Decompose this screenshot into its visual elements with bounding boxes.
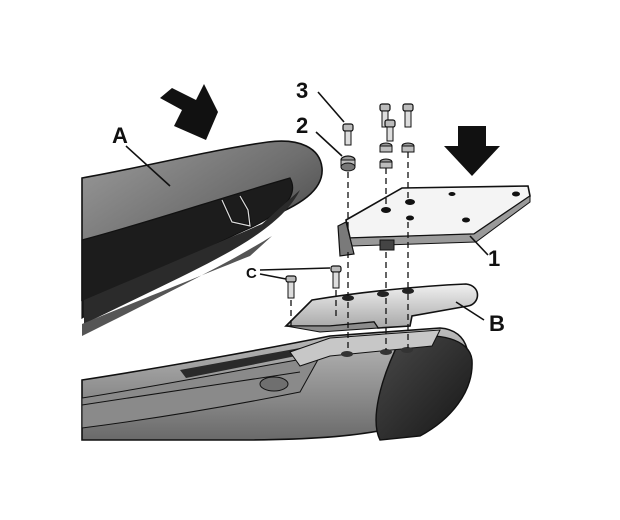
leader-line-c1 (259, 273, 287, 280)
screw-part-c (285, 265, 342, 299)
label-part-c: C (246, 265, 257, 282)
plate-part-1 (337, 185, 531, 257)
seat-part-a (81, 140, 323, 336)
label-part-3: 3 (296, 78, 308, 103)
screw-part-3 (342, 123, 354, 146)
label-part-a: A (112, 123, 128, 148)
label-part-1: 1 (488, 246, 500, 271)
down-arrow-icon (160, 84, 218, 140)
leader-line-a (125, 145, 171, 187)
motorcycle-rear-body (81, 327, 473, 441)
leader-line-1 (469, 235, 489, 256)
label-part-b: B (489, 311, 505, 336)
leader-line-3 (317, 91, 345, 123)
leader-line-2 (315, 131, 343, 157)
assembly-axis-lines (290, 152, 409, 352)
screw-set-upper (379, 103, 415, 169)
leader-line-b (455, 301, 485, 321)
spacer-part-2 (340, 155, 356, 172)
bracket-part-b (284, 283, 479, 333)
label-part-2: 2 (296, 113, 308, 138)
leader-line-c2 (259, 267, 331, 271)
down-arrow-icon (444, 126, 500, 176)
